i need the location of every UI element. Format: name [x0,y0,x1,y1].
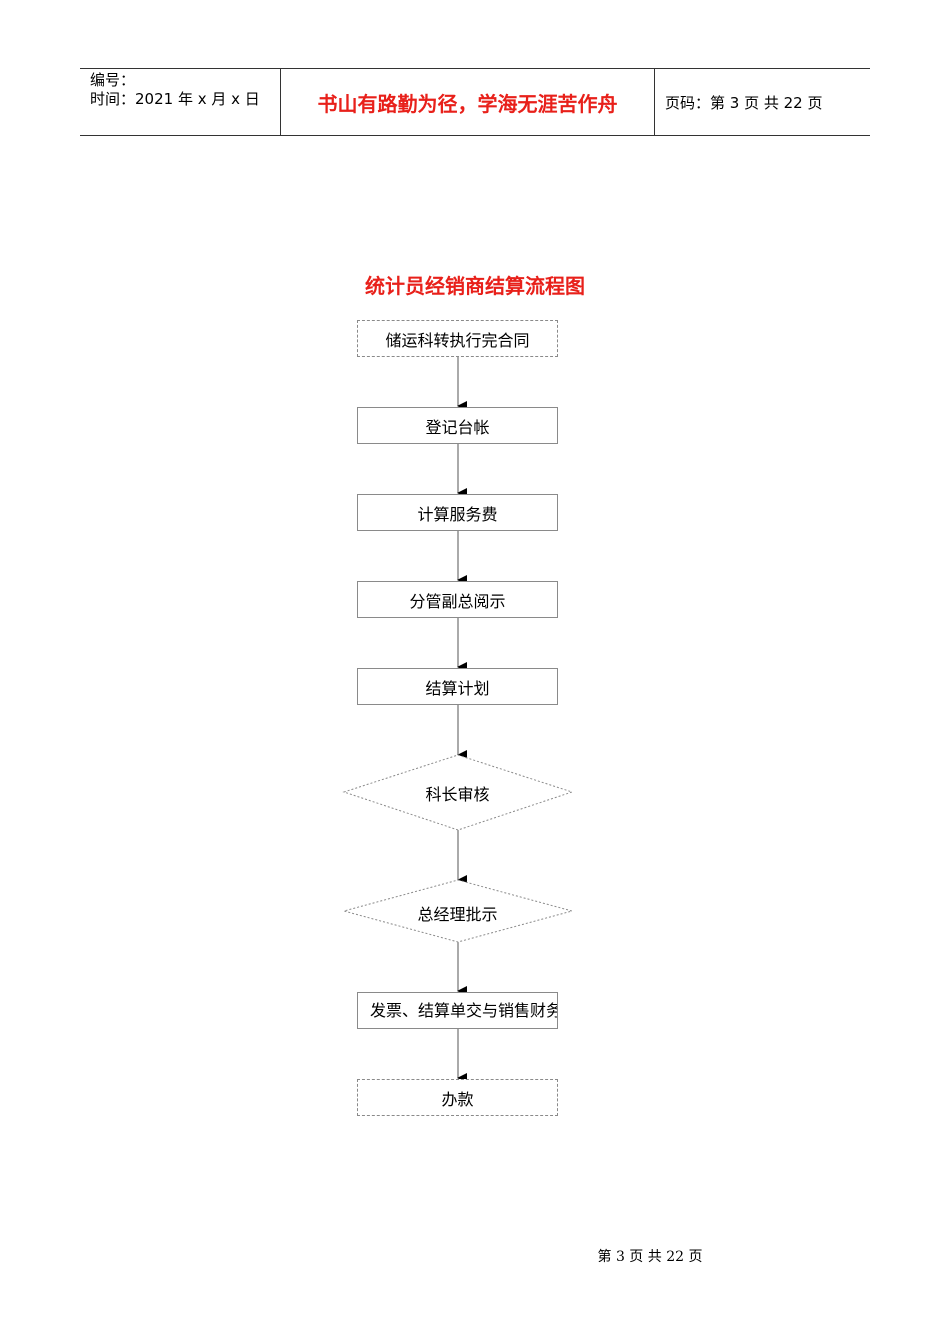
decision-section-chief-review: 科长审核 [425,785,490,804]
header-page-info: 页码：第 3 页 共 22 页 [665,93,823,112]
page-footer: 第 3 页 共 22 页 [597,1249,703,1265]
decision-diamond-1 [342,754,574,831]
step-invoice-handover: 发票、结算单交与销售财务 [357,992,558,1029]
header-motto: 书山有路勤为径，学海无涯苦作舟 [281,69,655,135]
flowchart-title: 统计员经销商结算流程图 [365,274,585,298]
header-time: 时间：2021 年 x 月 x 日 [90,90,260,108]
step-payment: 办款 [357,1079,558,1116]
header-meta: 编号： 时间：2021 年 x 月 x 日 [80,69,281,135]
step-settlement-plan: 结算计划 [357,668,558,705]
header-number: 编号： [90,71,136,89]
decision-gm-approval: 总经理批示 [417,905,498,924]
page-header: 编号： 时间：2021 年 x 月 x 日 书山有路勤为径，学海无涯苦作舟 页码… [80,68,870,136]
step-vp-review: 分管副总阅示 [357,581,558,618]
decision-diamond-2 [342,879,574,943]
step-calc-service-fee: 计算服务费 [357,494,558,531]
step-register-ledger: 登记台帐 [357,407,558,444]
step-contract-complete: 储运科转执行完合同 [357,320,558,357]
